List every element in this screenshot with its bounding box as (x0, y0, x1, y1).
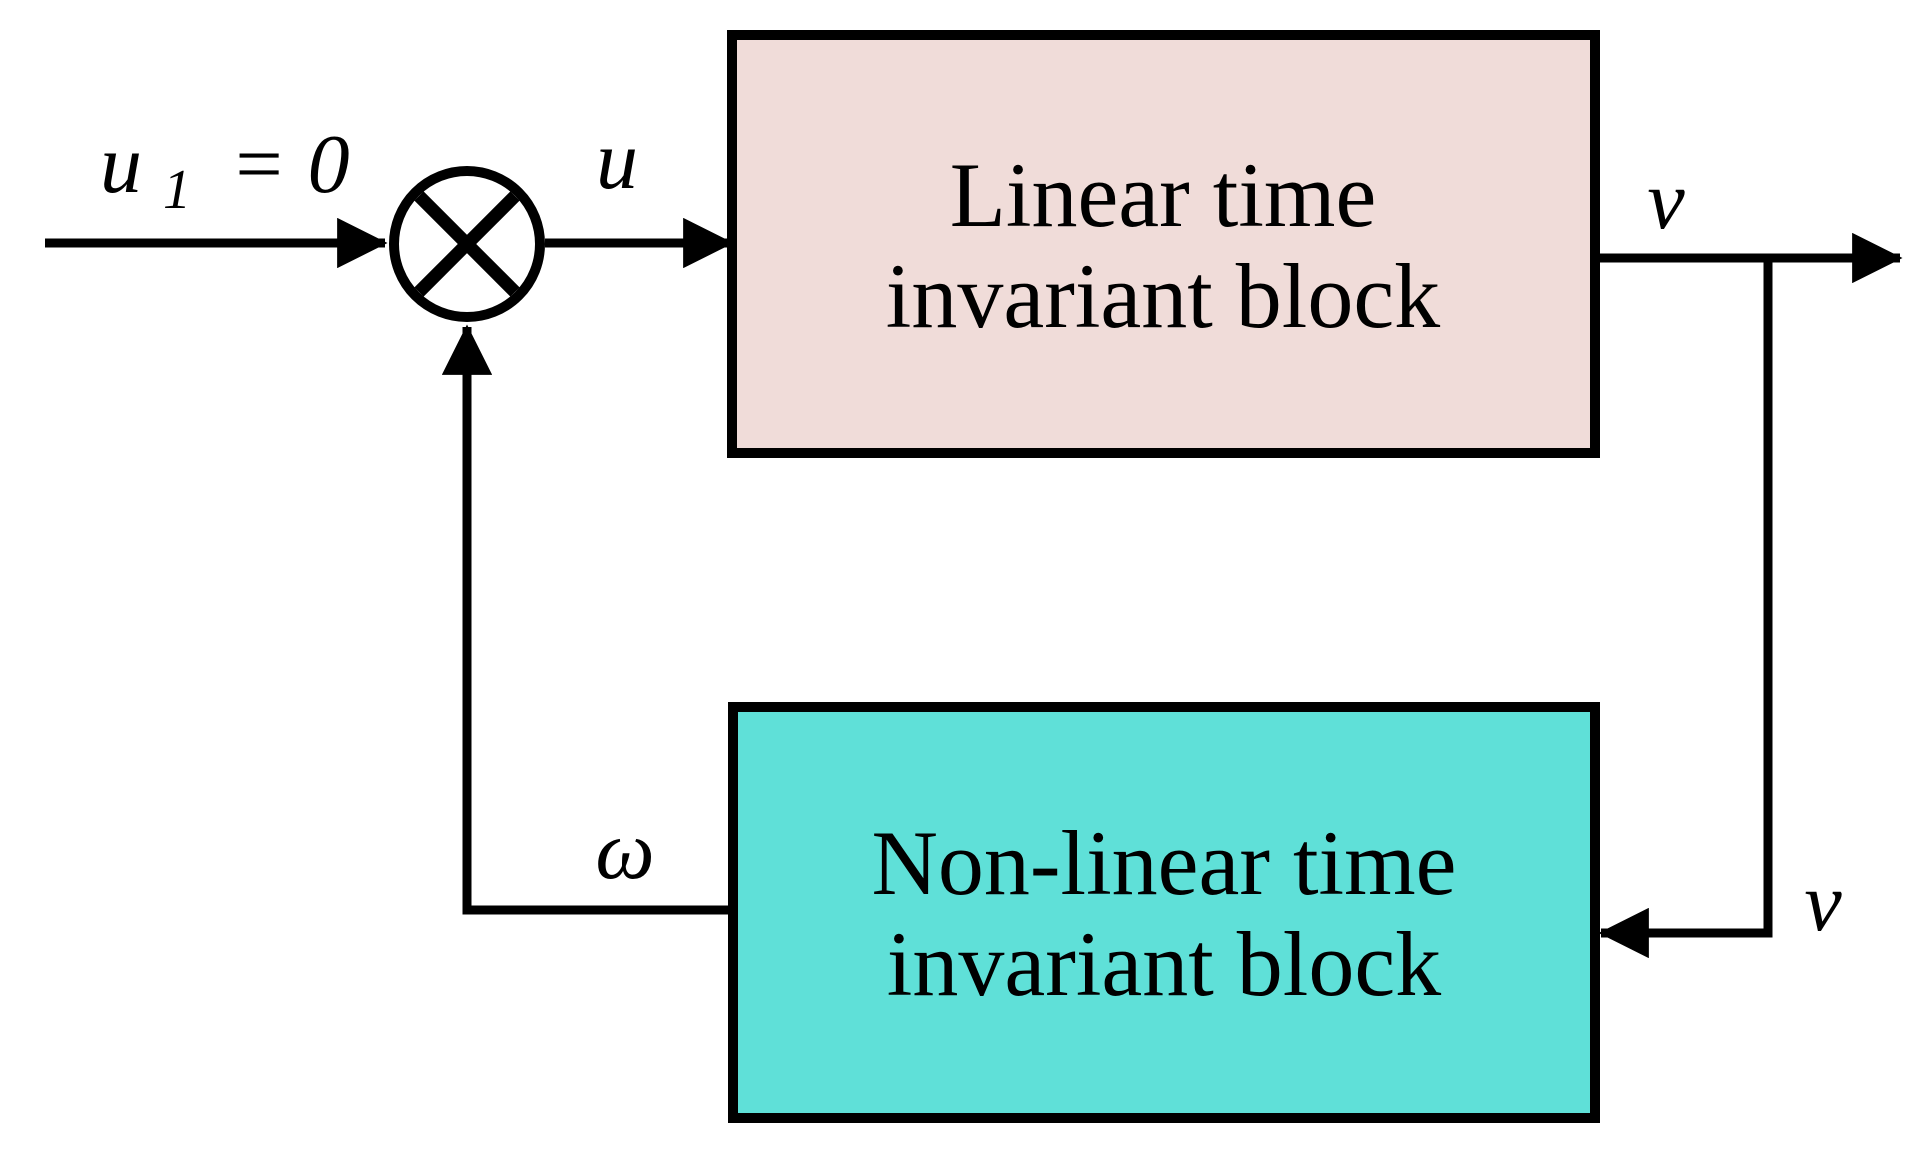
nonlinear-block-label-line1: Non-linear time (871, 812, 1456, 914)
summing-junction-x-stroke-2 (414, 191, 520, 297)
summing-junction (389, 166, 545, 322)
omega-signal-label: ω (595, 804, 654, 897)
connectors (45, 217, 1903, 959)
nonlinear-block-label-line2: invariant block (887, 913, 1441, 1015)
linear-block-label-line2: invariant block (886, 245, 1440, 347)
omega-feedback-arrow (441, 324, 736, 915)
nu-feedback-label: ν (1804, 856, 1842, 949)
nu-output-label: ν (1647, 154, 1685, 247)
input-signal-rest: = 0 (230, 118, 350, 211)
linear-block-label-line1: Linear time (950, 144, 1377, 246)
branch-feedback-arrow (1598, 255, 1773, 959)
linear-block (727, 30, 1600, 458)
input-signal-base: u (100, 118, 142, 211)
input-signal-subscript: 1 (163, 159, 191, 221)
u-signal-label: u (596, 114, 638, 207)
input-signal-label: u 1 = 0 (100, 118, 350, 227)
nonlinear-block (728, 702, 1600, 1123)
